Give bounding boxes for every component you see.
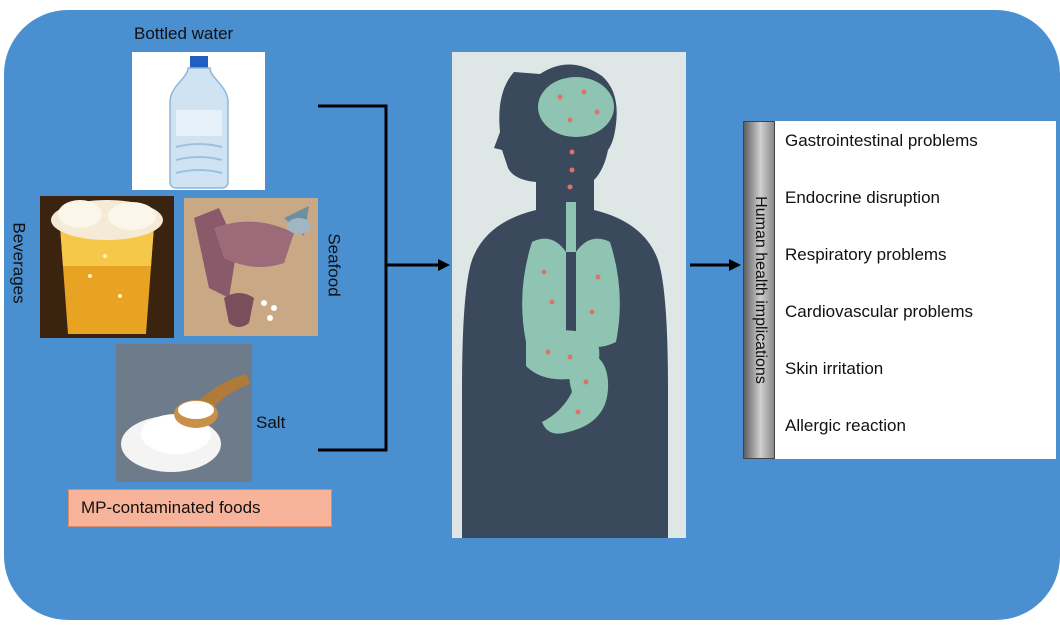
list-item: Cardiovascular problems: [785, 302, 973, 322]
mp-contaminated-foods-box: MP-contaminated foods: [68, 489, 332, 527]
beverages-image: [40, 196, 174, 338]
bottled-water-image: [132, 52, 265, 190]
trachea: [566, 202, 576, 252]
seafood-label: Seafood: [324, 233, 344, 296]
seafood-image: [184, 198, 318, 336]
salt-label: Salt: [256, 413, 285, 433]
bottled-water-label: Bottled water: [134, 24, 233, 44]
beverages-label: Beverages: [9, 222, 29, 303]
brain: [538, 77, 614, 137]
list-item: Respiratory problems: [785, 245, 947, 265]
right-lung: [576, 239, 620, 347]
list-item: Gastrointestinal problems: [785, 131, 978, 151]
health-effects-list: Gastrointestinal problems Endocrine disr…: [775, 121, 1056, 459]
health-implications-header: Human health implications: [751, 196, 769, 384]
list-item: Allergic reaction: [785, 416, 906, 436]
list-item: Endocrine disruption: [785, 188, 940, 208]
list-item: Skin irritation: [785, 359, 883, 379]
human-body-figure: [452, 52, 686, 538]
salt-image: [116, 344, 252, 482]
